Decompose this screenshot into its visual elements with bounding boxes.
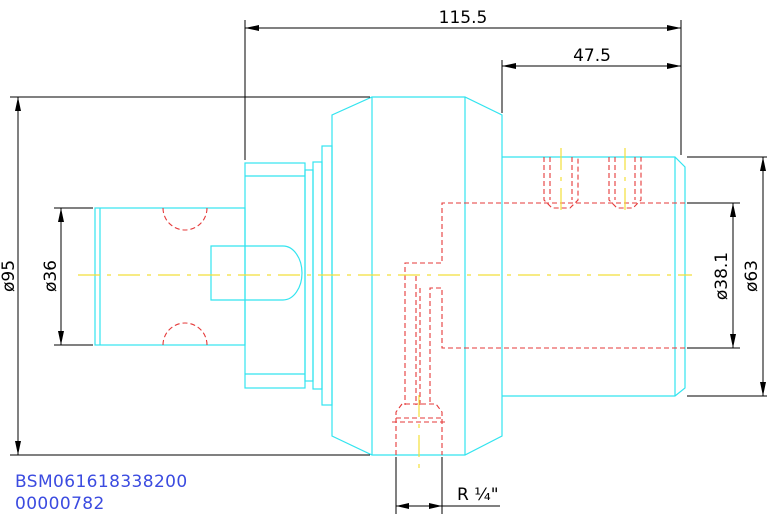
arrow-bore-dia-bottom (730, 334, 736, 348)
shank-diameter-label: ø36 (41, 260, 61, 292)
arrow-body-dia-top (760, 157, 766, 171)
dimension-labels: 115.5 47.5 ø95 ø36 ø38.1 ø63 R ¼" (0, 8, 762, 505)
serial-number: 00000782 (15, 494, 105, 514)
coolant-port (395, 403, 443, 455)
arrow-body-dia-bottom (760, 382, 766, 396)
flange-to-end-label: 47.5 (573, 46, 611, 66)
inner-bore-lower (429, 287, 685, 405)
bore-diameter-label: ø38.1 (712, 252, 732, 300)
inner-bore (404, 202, 685, 405)
arrow-flange-dia-bottom (15, 441, 21, 455)
arrow-flange-left (502, 63, 516, 69)
hidden-features (162, 157, 685, 455)
arrow-overall-left (245, 25, 259, 31)
body-diameter-label: ø63 (742, 260, 762, 292)
arrow-port-left (396, 503, 409, 509)
arrow-bore-dia-top (730, 203, 736, 217)
screw-hole-1 (543, 157, 579, 209)
flange-diameter-label: ø95 (0, 260, 19, 292)
dimension-lines (10, 20, 767, 514)
arrow-flange-dia-top (15, 97, 21, 111)
arrow-port-right (429, 503, 442, 509)
center-lines (78, 148, 692, 468)
screw-hole-2 (608, 157, 642, 209)
shank-hole-top (162, 207, 208, 231)
coolant-thread-label: R ¼" (457, 485, 499, 505)
arrow-flange-right (667, 63, 681, 69)
shank-hole-bottom (162, 322, 208, 346)
overall-length-label: 115.5 (439, 8, 488, 28)
part-identification: BSM061618338200 00000782 (15, 472, 188, 514)
part-number: BSM061618338200 (15, 472, 188, 492)
arrow-overall-right (667, 25, 681, 31)
flange (331, 96, 503, 456)
tool-body (502, 156, 686, 397)
shank-body (94, 207, 246, 346)
arrow-shank-dia-bottom (58, 331, 64, 345)
arrow-shank-dia-top (58, 208, 64, 222)
part-outline (94, 96, 686, 456)
drive-key (210, 245, 303, 301)
